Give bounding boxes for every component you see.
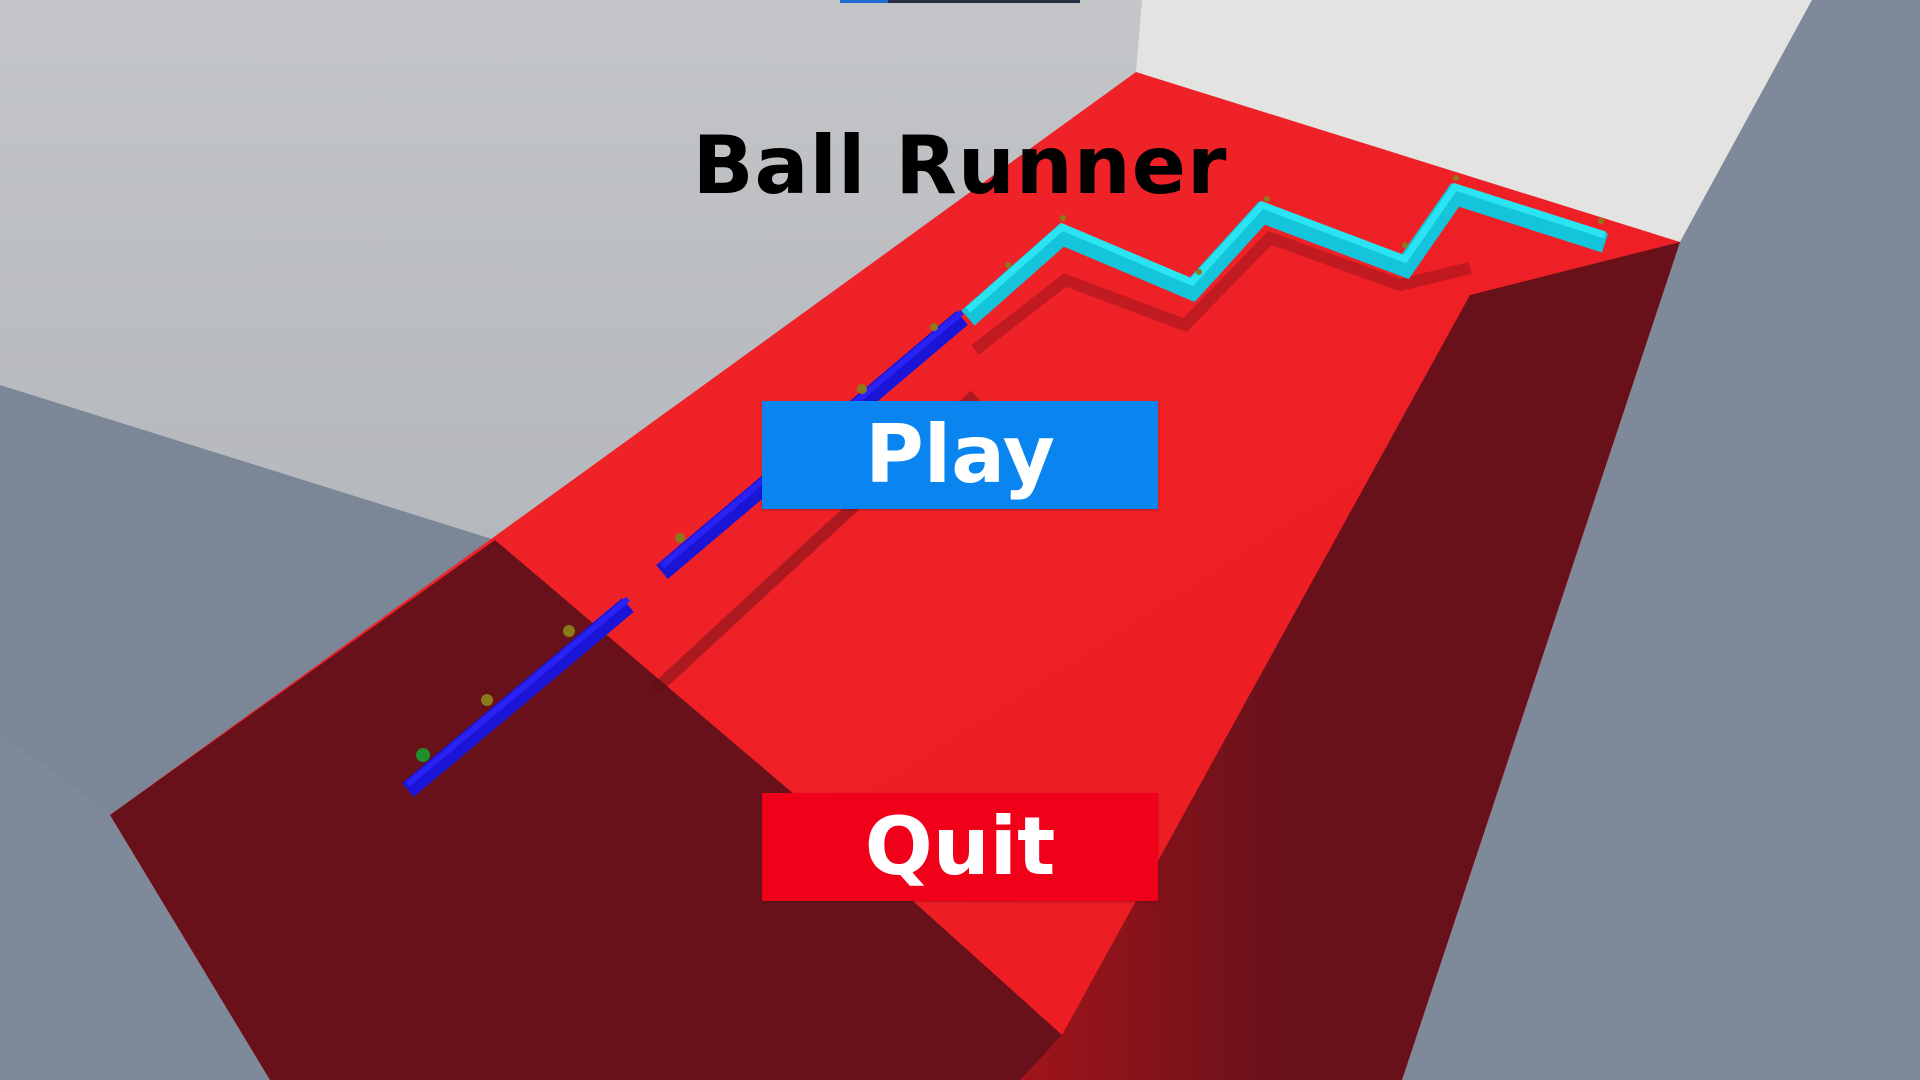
gem-icon — [1402, 242, 1408, 248]
path-shadow-light — [971, 231, 1472, 355]
gem-icon — [1264, 196, 1270, 202]
floor-shadow-right — [1020, 242, 1680, 1080]
gem-icon — [857, 384, 867, 394]
right-upper-wall — [1136, 0, 1812, 242]
left-lower-wall — [0, 385, 495, 815]
gem-icon — [1196, 269, 1202, 275]
floor-shadow-left — [110, 540, 1062, 1080]
top-indicator-bar — [840, 0, 1080, 3]
path-segment-dark-1 — [402, 598, 634, 797]
gem-icon — [675, 533, 685, 543]
path-segment-light — [961, 183, 1609, 326]
play-button[interactable]: Play — [762, 401, 1158, 509]
gem-icon — [1453, 175, 1459, 181]
gem-icon — [1598, 218, 1604, 224]
path-segment-light-top — [965, 182, 1607, 313]
gem-icon — [563, 625, 575, 637]
path-segment-dark-1-top — [406, 596, 630, 787]
gem-icon — [416, 748, 430, 762]
top-indicator-fill — [840, 0, 888, 3]
game-title: Ball Runner — [692, 119, 1228, 212]
gem-icon — [1005, 262, 1011, 268]
left-upper-wall — [0, 0, 1142, 540]
gem-icon — [930, 323, 938, 331]
gem-icon — [481, 694, 493, 706]
collectibles — [416, 175, 1604, 762]
gem-icon — [1060, 215, 1066, 221]
right-wall — [1402, 0, 1920, 1080]
left-bottom-wall — [0, 735, 270, 1080]
quit-button[interactable]: Quit — [762, 793, 1158, 901]
